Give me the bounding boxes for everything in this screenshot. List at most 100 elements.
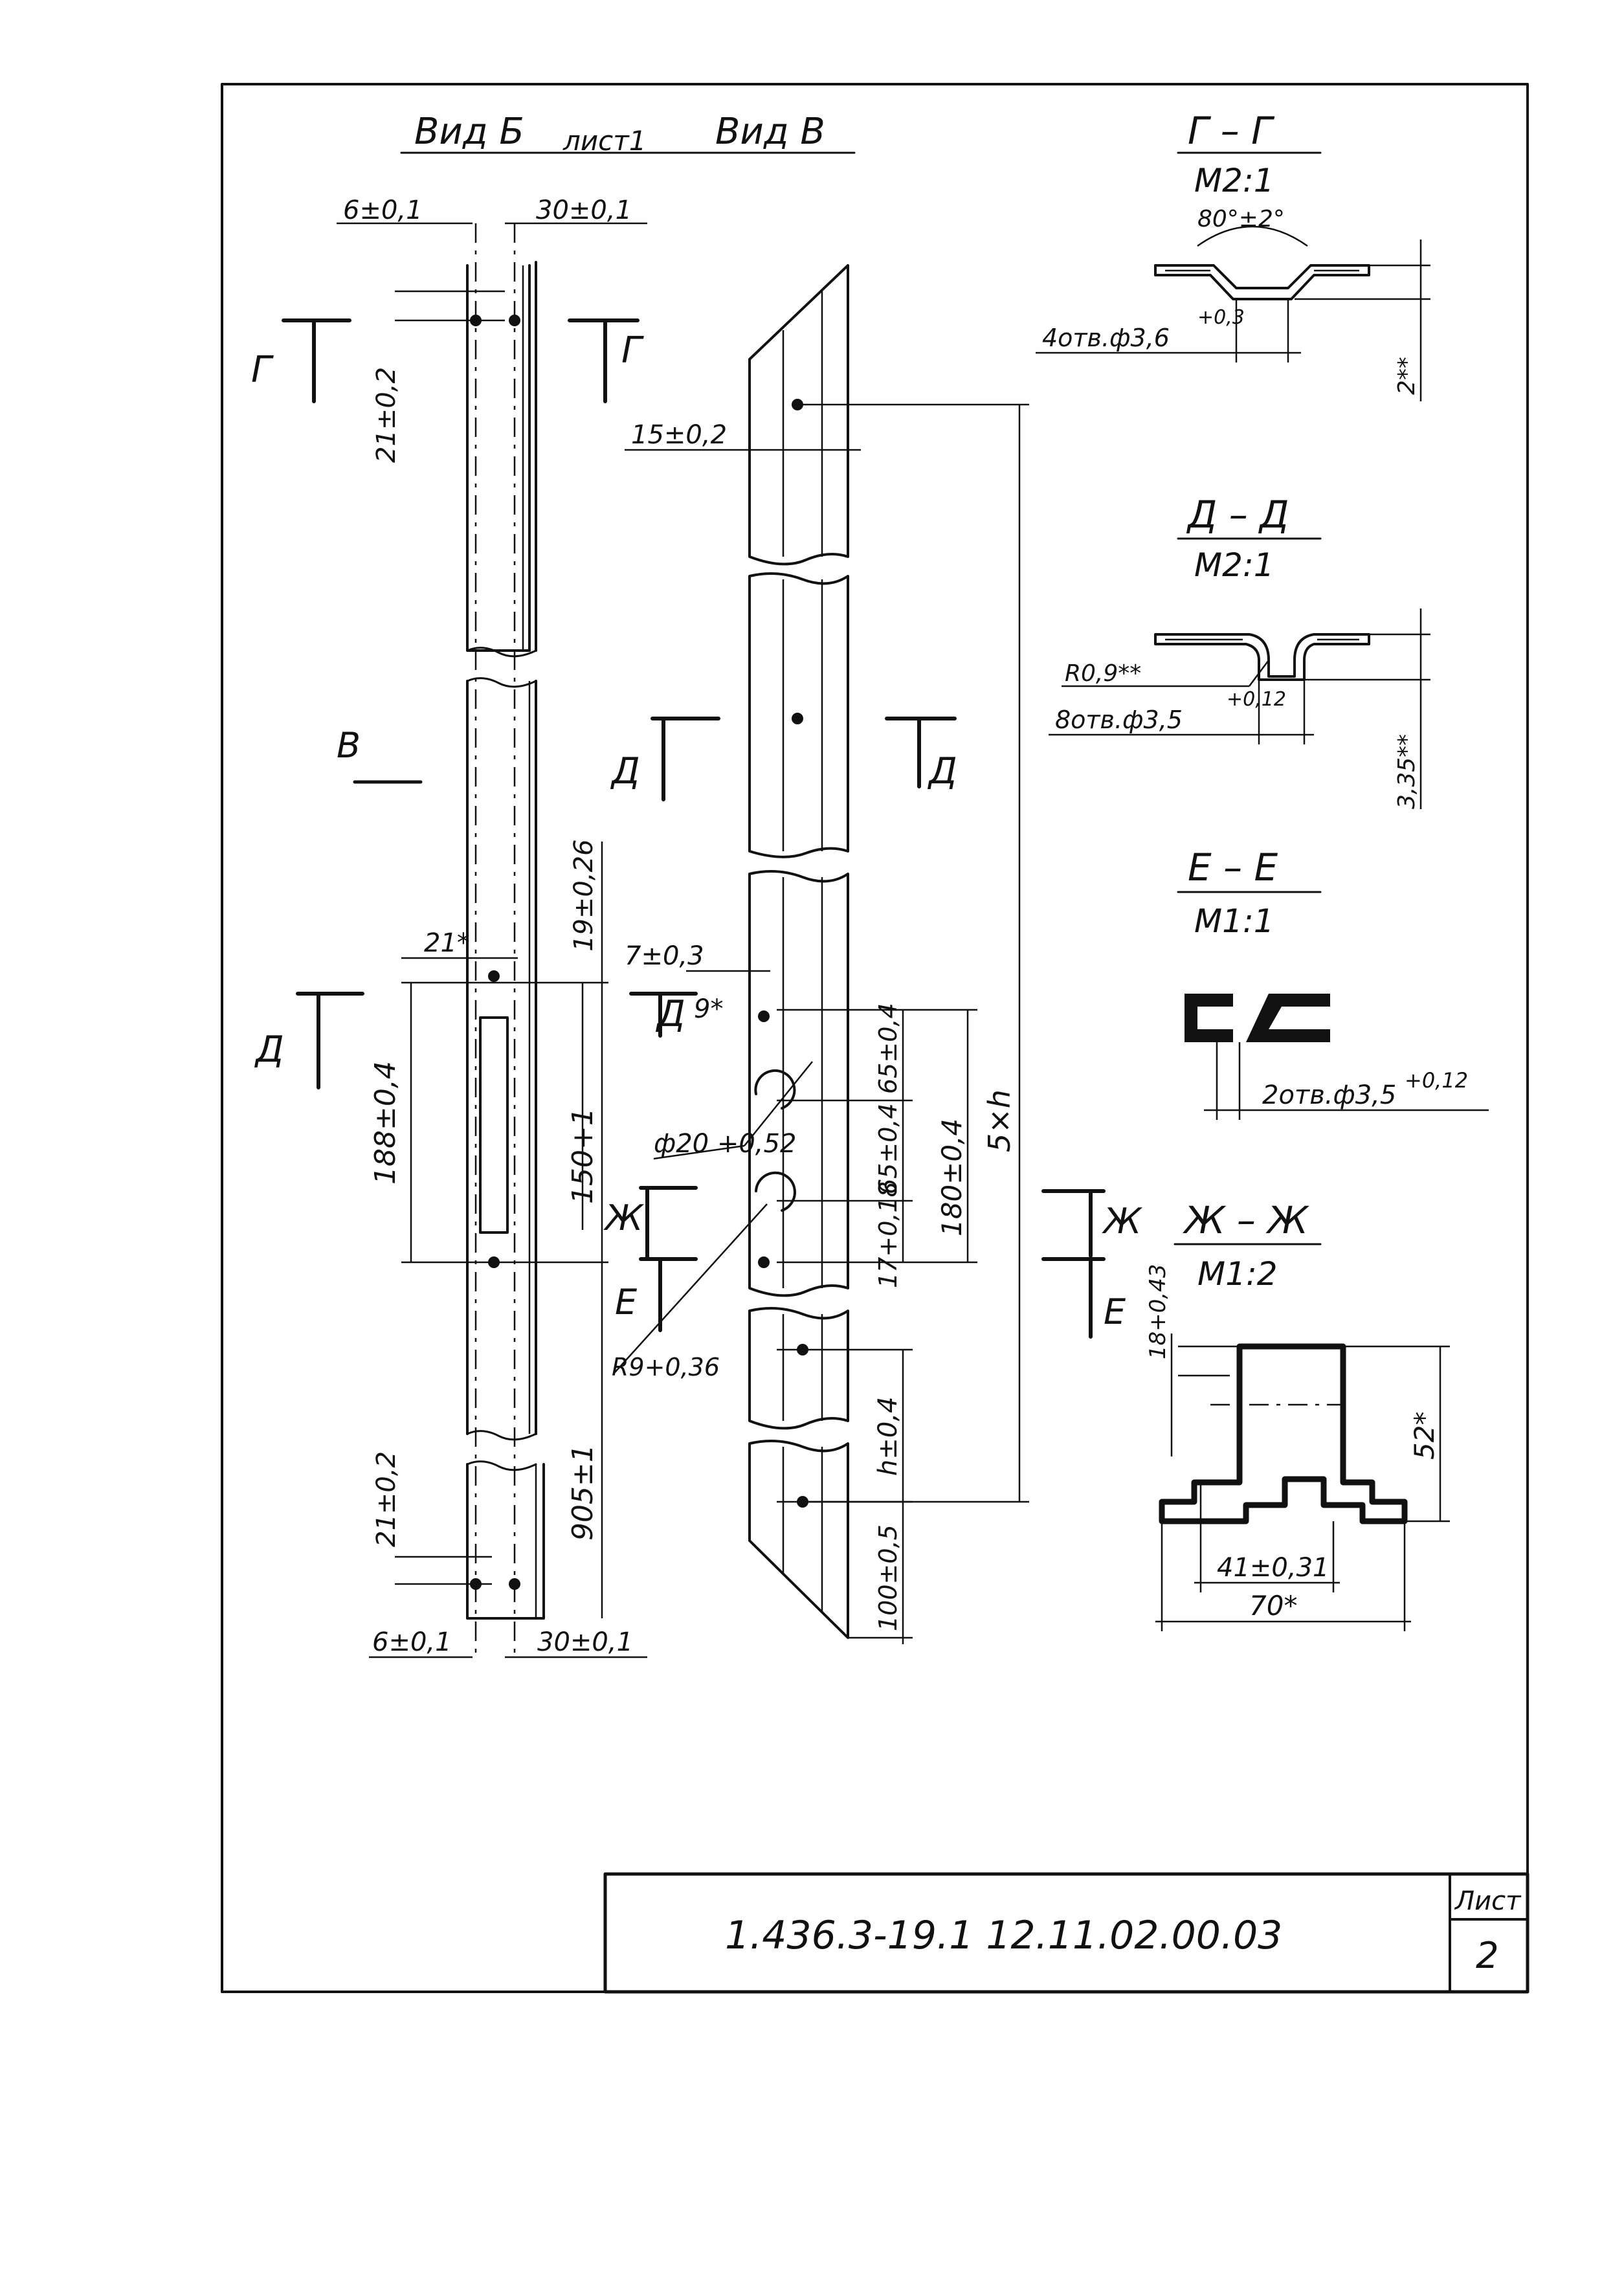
dim-180: 180±0,4 (936, 1119, 968, 1236)
section-marker-g-right (568, 318, 640, 403)
leader-line (1249, 660, 1269, 687)
section-letter-g: Г (251, 349, 274, 391)
view-v-arrow-letter: В (337, 725, 361, 766)
section-letter-e: Е (1104, 1291, 1126, 1332)
view-v-group: 15±0,2 5×h 7±0,3 9* ф20 +0,52 R9+0,36 65… (610, 264, 1143, 1644)
hole-mark (488, 970, 500, 982)
section-g-title: Г – Г (1188, 109, 1275, 153)
section-letter-zh: Ж (603, 1198, 645, 1238)
section-letter-e: Е (615, 1282, 638, 1322)
dim-h: h±0,4 (873, 1397, 903, 1476)
dim-17: 17+0,18 (874, 1181, 902, 1288)
dim-65-upper: 65±0,4 (874, 1003, 902, 1094)
dim-5h: 5×h (982, 1089, 1017, 1152)
section-d-group: Д – Д М2:1 3,35** R0,9** 8отв.ф3,5 +0,12 (1049, 493, 1430, 809)
dim-65-lower: 65±0,4 (874, 1103, 902, 1194)
view-v-segment (748, 870, 849, 1297)
dim-15: 15±0,2 (631, 420, 727, 450)
dim-21-top: 21±0,2 (372, 367, 401, 463)
section-e-group: Е – Е М1:1 2отв.ф3,5 +0,12 (1177, 845, 1489, 1120)
section-e-holes: 2отв.ф3,5 (1262, 1080, 1396, 1110)
section-zh-scale: М1:2 (1197, 1255, 1278, 1293)
section-d-depth: 3,35** (1394, 734, 1420, 809)
section-marker-d-v-right (885, 717, 957, 788)
section-zh-title: Ж – Ж (1183, 1198, 1309, 1242)
hole-mark (792, 713, 803, 724)
dim-30-bottom: 30±0,1 (537, 1627, 633, 1657)
section-zh-group: Ж – Ж М1:2 18+0,43 52* 41±0,31 70* (1145, 1198, 1450, 1631)
round-hole-r9 (755, 1171, 796, 1212)
dim-150: 150+1 (566, 1108, 599, 1204)
slot (479, 1016, 509, 1234)
dim-905: 905±1 (566, 1444, 599, 1541)
dim-6-bottom: 6±0,1 (372, 1627, 452, 1657)
dim-19: 19±0,26 (569, 840, 599, 952)
sheet-label: Лист (1454, 1886, 1522, 1916)
section-d-scale: М2:1 (1194, 546, 1274, 584)
break-line (466, 647, 537, 658)
dim-21-bottom: 21±0,2 (372, 1451, 401, 1547)
title-block-frame (603, 1872, 1529, 1994)
break-line (466, 677, 537, 688)
hole-mark (758, 1010, 770, 1022)
dim-7: 7±0,3 (625, 941, 704, 971)
dim-100: 100±0,5 (874, 1524, 902, 1631)
section-letter-zh: Ж (1102, 1201, 1143, 1242)
section-zh-width: 70* (1249, 1590, 1297, 1622)
section-letter-d: Д (927, 750, 957, 792)
view-b-group: Вид Б лист1 Вид В (251, 111, 856, 1658)
section-zh-height: 52* (1408, 1412, 1440, 1460)
view-b-label: Вид Б (414, 111, 524, 153)
dim-d20: ф20 +0,52 (654, 1129, 796, 1159)
section-d-holes: 8отв.ф3,5 (1055, 706, 1183, 734)
section-letter-g: Г (621, 329, 644, 372)
section-zh-width-inner: 41±0,31 (1217, 1553, 1329, 1583)
section-marker-zh-e-right (1041, 1189, 1106, 1339)
section-marker-d-right (629, 992, 698, 1038)
dim-188: 188±0,4 (369, 1061, 402, 1185)
break-line (466, 1460, 537, 1471)
view-v-segment (748, 1440, 849, 1639)
view-v-label: Вид В (715, 111, 825, 153)
title-block: 1.436.3-19.1 12.11.02.00.03 Лист 2 (603, 1872, 1529, 1994)
angle-arc (1197, 225, 1308, 247)
view-v-segment (748, 264, 849, 566)
section-letter-d: Д (254, 1029, 284, 1071)
section-d-radius: R0,9** (1065, 660, 1141, 687)
view-v-segment (748, 572, 849, 858)
view-b-strip-bottom (466, 1463, 545, 1620)
drawing-code: 1.436.3-19.1 12.11.02.00.03 (725, 1913, 1282, 1958)
section-e-holes-tol: +0,12 (1405, 1068, 1468, 1093)
section-zh-h-top: 18+0,43 (1145, 1264, 1171, 1359)
section-g-depth: 2** (1394, 357, 1420, 395)
section-letter-d: Д (655, 993, 685, 1035)
leader-line (653, 1144, 745, 1160)
section-g-scale: М2:1 (1194, 162, 1274, 199)
sheet-ref-label: лист1 (562, 125, 646, 157)
section-e-profile-left (1185, 994, 1233, 1042)
section-g-group: Г – Г М2:1 80°±2° 2** 4отв.ф3,6 +0,3 (1036, 109, 1430, 401)
section-marker-g-left (282, 318, 351, 403)
section-letter-d: Д (610, 750, 640, 792)
dim-r9: R9+0,36 (612, 1353, 720, 1381)
section-d-title: Д – Д (1186, 493, 1289, 537)
section-marker-d-left (296, 992, 364, 1089)
section-d-holes-tol: +0,12 (1227, 688, 1286, 711)
view-v-segment (748, 1307, 849, 1430)
round-hole-d20 (754, 1069, 796, 1110)
section-marker-zh-e (639, 1186, 698, 1332)
section-g-holes-tol: +0,3 (1197, 306, 1245, 329)
section-marker-d-v-left (651, 717, 720, 801)
section-e-scale: М1:1 (1194, 902, 1274, 940)
section-e-title: Е – Е (1188, 845, 1278, 889)
dim-9: 9* (694, 994, 723, 1024)
hole-mark (792, 399, 803, 410)
section-g-holes: 4отв.ф3,6 (1042, 324, 1170, 352)
sheet-number: 2 (1476, 1935, 1499, 1977)
section-zh-profile (1159, 1343, 1408, 1524)
hole-mark (758, 1256, 770, 1268)
break-line (466, 1430, 537, 1441)
section-g-profile (1154, 264, 1370, 300)
dim-30-top: 30±0,1 (536, 195, 632, 225)
